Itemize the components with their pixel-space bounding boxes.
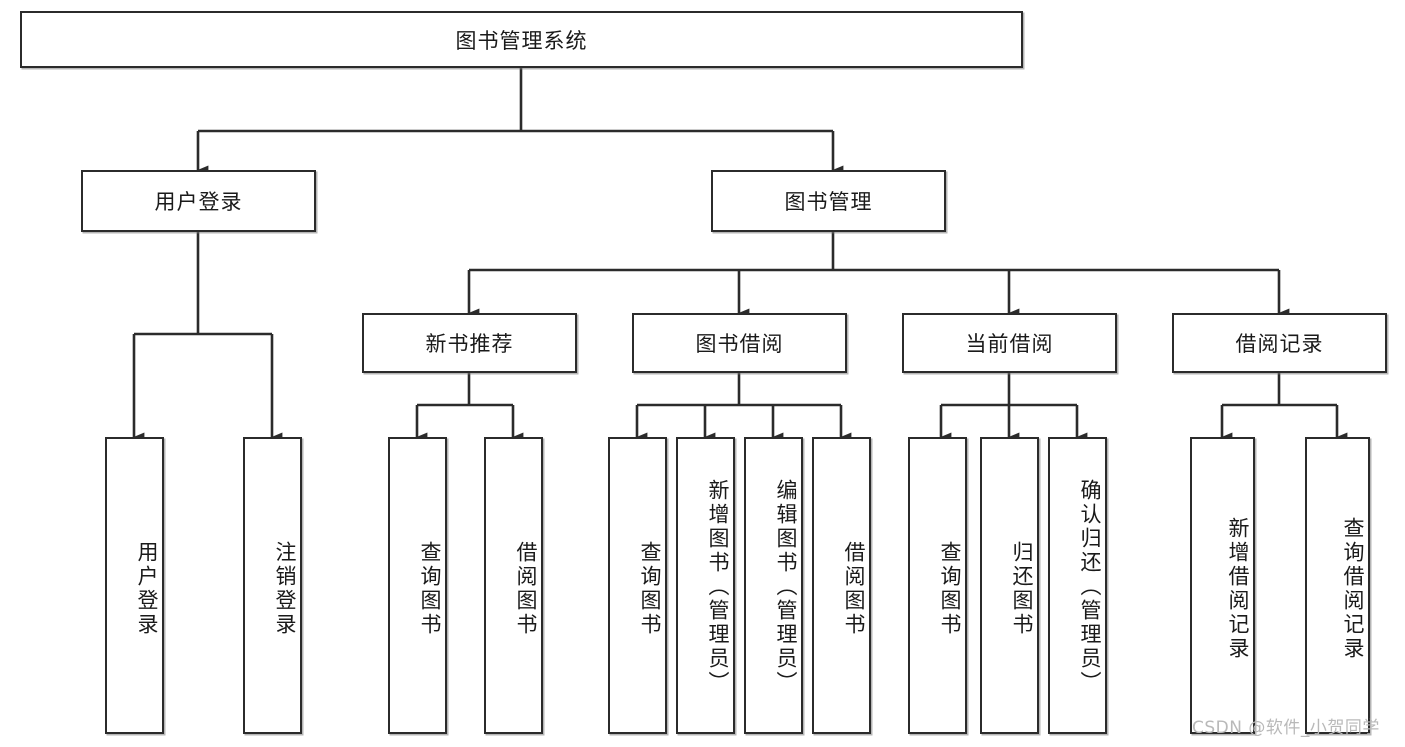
node-current-borrow[interactable]: 当前借阅 xyxy=(902,313,1117,373)
leaf-query-book-borrow[interactable]: 查询图书 xyxy=(608,437,667,734)
node-borrow-record[interactable]: 借阅记录 xyxy=(1172,313,1387,373)
node-book-borrow[interactable]: 图书借阅 xyxy=(632,313,847,373)
leaf-query-book-current[interactable]: 查询图书 xyxy=(908,437,967,734)
leaf-borrow-book-recommend[interactable]: 借阅图书 xyxy=(484,437,543,734)
node-book-management[interactable]: 图书管理 xyxy=(711,170,946,232)
node-root-system[interactable]: 图书管理系统 xyxy=(20,11,1023,68)
leaf-add-book-admin[interactable]: 新增图书（管理员） xyxy=(676,437,735,734)
leaf-return-book[interactable]: 归还图书 xyxy=(980,437,1039,734)
node-new-book-recommend[interactable]: 新书推荐 xyxy=(362,313,577,373)
leaf-query-borrow-record[interactable]: 查询借阅记录 xyxy=(1305,437,1370,734)
leaf-query-book-recommend[interactable]: 查询图书 xyxy=(388,437,447,734)
csdn-watermark: CSDN @软件_小贺同学 xyxy=(1192,718,1380,738)
leaf-user-login[interactable]: 用户登录 xyxy=(105,437,164,734)
node-user-login[interactable]: 用户登录 xyxy=(81,170,316,232)
leaf-edit-book-admin[interactable]: 编辑图书（管理员） xyxy=(744,437,803,734)
leaf-confirm-return-admin[interactable]: 确认归还（管理员） xyxy=(1048,437,1107,734)
leaf-logout-login[interactable]: 注销登录 xyxy=(243,437,302,734)
leaf-add-borrow-record[interactable]: 新增借阅记录 xyxy=(1190,437,1255,734)
leaf-borrow-book[interactable]: 借阅图书 xyxy=(812,437,871,734)
